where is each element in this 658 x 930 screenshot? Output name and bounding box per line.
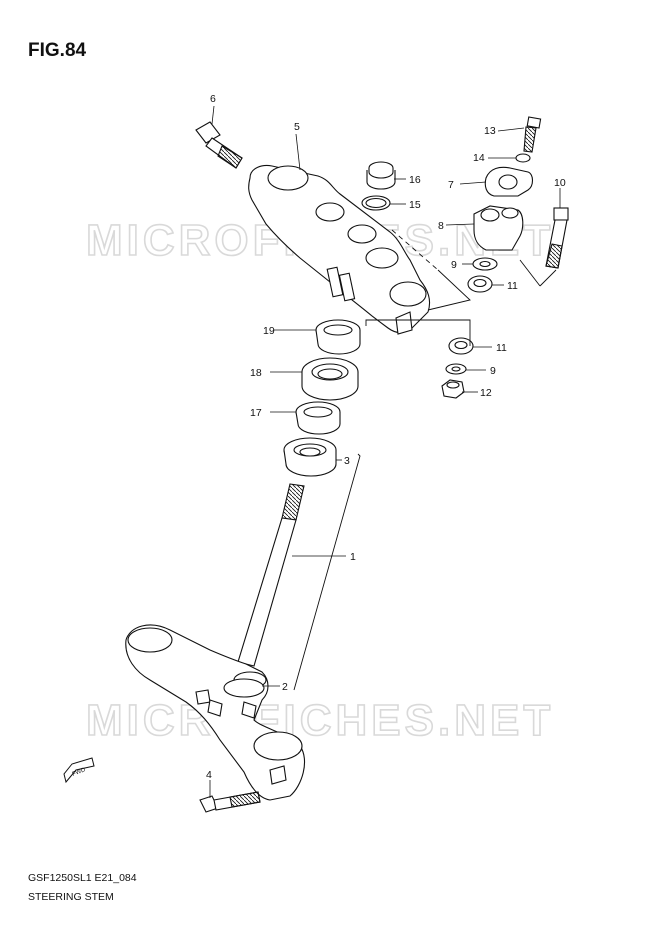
callout-3: 3 xyxy=(344,455,350,467)
callout-14: 14 xyxy=(473,152,485,164)
callout-8: 8 xyxy=(438,220,444,232)
part-6-bolt xyxy=(195,121,243,169)
callout-1: 1 xyxy=(350,551,356,563)
leader-lines xyxy=(209,105,561,798)
part-15-o-ring xyxy=(361,195,391,211)
fwd-label: FWD xyxy=(72,767,88,778)
callout-7: 7 xyxy=(448,179,454,191)
part-9-washer-lower xyxy=(445,363,467,375)
callout-18: 18 xyxy=(250,367,262,379)
callout-13: 13 xyxy=(484,125,496,137)
part-5-upper-bracket xyxy=(248,164,431,335)
part-10-bolt xyxy=(545,207,569,269)
figure-title: FIG.84 xyxy=(28,40,87,61)
figure-code: GSF1250SL1 E21_084 xyxy=(28,872,137,884)
callout-17: 17 xyxy=(250,407,262,419)
callout-5: 5 xyxy=(294,121,300,133)
callout-6: 6 xyxy=(210,93,216,105)
callout-12: 12 xyxy=(480,387,492,399)
callout-10: 10 xyxy=(554,177,566,189)
callout-15: 15 xyxy=(409,199,421,211)
part-7-holder-upper xyxy=(484,166,534,197)
assembly-lines xyxy=(293,229,557,691)
part-11-cushion-lower xyxy=(448,337,474,355)
part-14-washer xyxy=(515,153,531,163)
figure-name: STEERING STEM xyxy=(28,891,114,903)
callout-2: 2 xyxy=(282,681,288,693)
part-4-bolt xyxy=(199,791,261,813)
callout-11-upper: 11 xyxy=(507,280,518,292)
part-13-bolt xyxy=(523,116,542,153)
part-18-bearing xyxy=(301,357,359,401)
part-17-race xyxy=(295,401,341,435)
part-1-steering-stem xyxy=(125,483,305,801)
watermark-bottom: MICROFICHES.NET xyxy=(86,696,554,745)
callout-16: 16 xyxy=(409,174,421,186)
part-3-bearing xyxy=(283,437,337,477)
part-9-washer-upper xyxy=(472,257,498,271)
callout-9-lower: 9 xyxy=(490,365,496,377)
part-11-cushion-upper xyxy=(467,275,493,293)
part-19-dust-seal xyxy=(315,319,361,355)
callout-11-lower: 11 xyxy=(496,342,507,354)
part-12-nut xyxy=(441,379,465,399)
part-8-holder-lower xyxy=(473,205,524,251)
callout-19: 19 xyxy=(263,325,275,337)
part-16-cap xyxy=(366,161,396,190)
callout-9-upper: 9 xyxy=(451,259,457,271)
forward-arrow-icon: FWD xyxy=(63,757,95,784)
callout-4: 4 xyxy=(206,769,212,781)
